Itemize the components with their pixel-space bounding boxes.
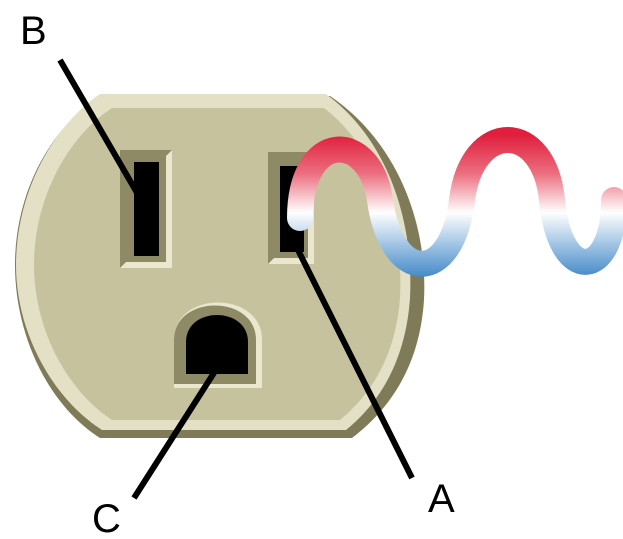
label-b: B xyxy=(20,9,47,53)
leader-line-b xyxy=(57,58,150,212)
label-a: A xyxy=(428,477,455,521)
leader-lines xyxy=(57,58,415,500)
leader-line-c xyxy=(131,352,229,500)
label-c: C xyxy=(92,497,121,539)
leader-line-a xyxy=(289,236,415,480)
ground-hole-c xyxy=(174,302,262,388)
ac-wave xyxy=(287,127,623,277)
